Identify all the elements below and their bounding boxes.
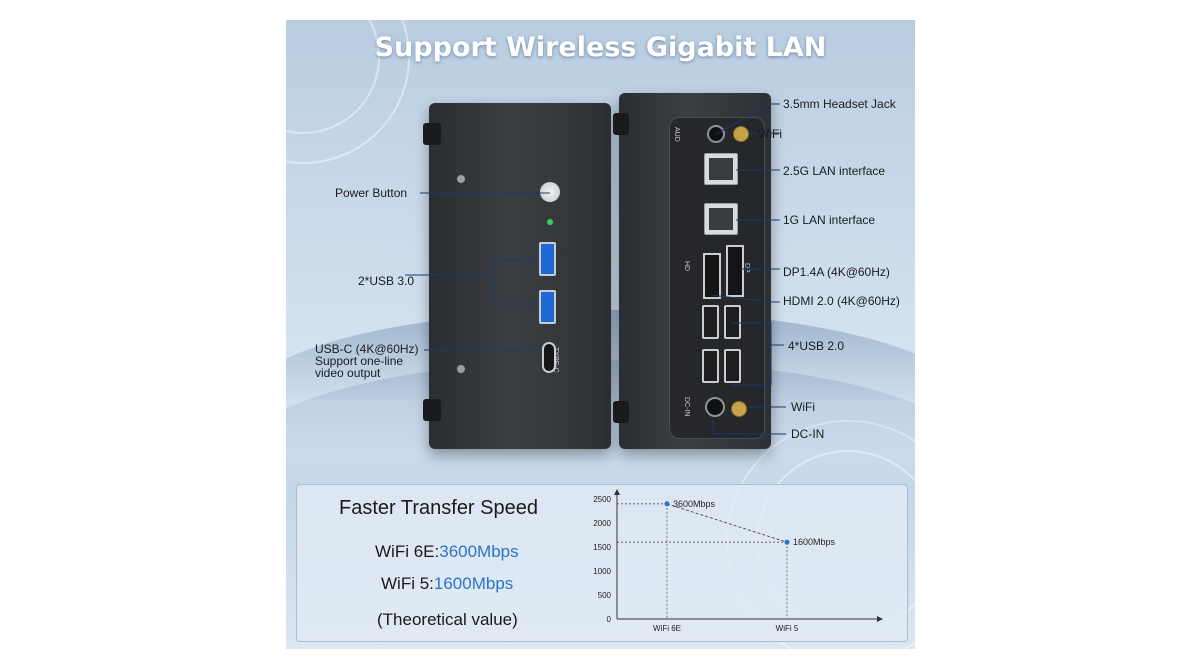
x-tick-label: WiFi 6E — [653, 624, 681, 633]
y-tick-label: 0 — [607, 615, 612, 624]
foot — [423, 399, 441, 421]
callout-lines — [405, 103, 786, 435]
x-tick-label: WiFi 5 — [776, 624, 799, 633]
wifi6e-label: WiFi 6E: — [375, 542, 440, 561]
y-tick-label: 1000 — [593, 567, 611, 576]
foot — [423, 123, 441, 145]
hdmi-port[interactable] — [703, 253, 721, 299]
speed-heading: Faster Transfer Speed — [339, 497, 538, 519]
usb-c-label-1: USB-C (4K@60Hz) — [315, 342, 419, 356]
lan-2.5g-label: 2.5G LAN interface — [783, 164, 886, 178]
usb-c-port[interactable] — [542, 342, 556, 373]
wifi6e-value: 3600Mbps — [439, 542, 519, 561]
power-led — [547, 219, 553, 225]
data-label: 3600Mbps — [673, 499, 716, 509]
dp-label: DP1.4A (4K@60Hz) — [783, 265, 890, 279]
wifi5-label: WiFi 5: — [381, 574, 434, 593]
x-axis-arrow — [877, 616, 883, 622]
lan-1g-label: 1G LAN interface — [783, 213, 876, 227]
series-line — [666, 503, 788, 543]
wifi-bottom-label: WiFi — [791, 400, 815, 414]
product-panel: Support Wireless Gigabit LAN TYPE-C AUD … — [286, 20, 915, 649]
hdmi-label: HDMI 2.0 (4K@60Hz) — [783, 294, 900, 308]
usb2-label: 4*USB 2.0 — [788, 339, 845, 353]
usb-c-label-3: video output — [315, 366, 381, 380]
data-label: 1600Mbps — [793, 537, 836, 547]
usb-c-label-2: Support one-line — [315, 354, 404, 368]
wifi5-speed: WiFi 5:1600Mbps — [381, 574, 513, 594]
usb3-label: 2*USB 3.0 — [358, 274, 415, 288]
dc-in-jack[interactable] — [705, 397, 725, 417]
wifi-antenna-connector — [733, 126, 749, 142]
lan-2.5g-port[interactable] — [704, 153, 738, 185]
y-tick-label: 2000 — [593, 519, 611, 528]
y-tick-label: 500 — [598, 591, 612, 600]
lan-1g-port[interactable] — [704, 203, 738, 235]
mini-pc-rear: AUD HD DP DC-IN — [613, 93, 771, 449]
foot — [613, 113, 629, 135]
speed-panel: Faster Transfer Speed WiFi 6E:3600Mbps W… — [296, 484, 908, 642]
y-tick-label: 2500 — [593, 495, 611, 504]
mini-pc-front: TYPE-C — [423, 103, 611, 449]
y-tick-label: 1500 — [593, 543, 611, 552]
usb2-port[interactable] — [724, 305, 741, 339]
power-button[interactable] — [540, 182, 560, 202]
wifi6e-speed: WiFi 6E:3600Mbps — [375, 542, 519, 562]
power-button-label: Power Button — [335, 186, 408, 200]
usb3-port[interactable] — [539, 290, 556, 324]
usb2-port[interactable] — [724, 349, 741, 383]
data-point — [784, 539, 790, 545]
wifi5-value: 1600Mbps — [433, 574, 514, 593]
wifi-top-label: WiFi — [758, 127, 782, 141]
y-axis-arrow — [614, 489, 620, 495]
wifi-antenna-connector — [731, 401, 747, 417]
dc-in-label: DC-IN — [791, 427, 825, 441]
screw — [457, 175, 465, 183]
usb2-port[interactable] — [702, 349, 719, 383]
theoretical-note: (Theoretical value) — [377, 610, 518, 629]
data-point — [664, 501, 670, 507]
headset-jack-label: 3.5mm Headset Jack — [783, 97, 896, 111]
screw — [457, 365, 465, 373]
displayport[interactable] — [726, 245, 744, 297]
page-title: Support Wireless Gigabit LAN — [374, 32, 827, 63]
foot — [613, 401, 629, 423]
usb3-port[interactable] — [539, 242, 556, 276]
usb2-port[interactable] — [702, 305, 719, 339]
